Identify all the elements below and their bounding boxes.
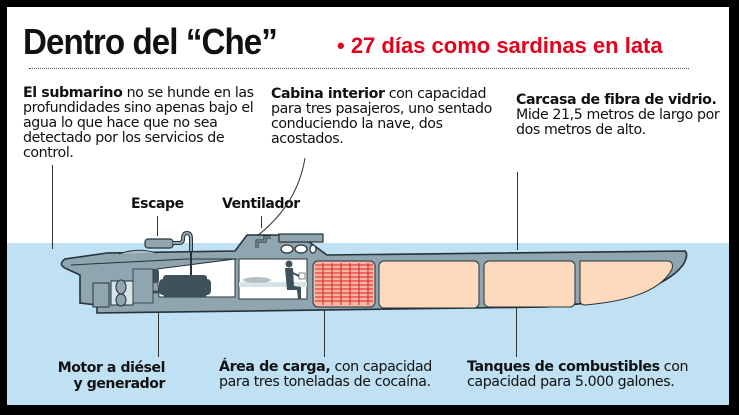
title-row: Dentro del “Che”	[23, 21, 299, 69]
porthole-2	[294, 244, 308, 254]
label-engine-line1: Motor a diésel	[57, 360, 166, 376]
note-tanks: Tanques de combustibles con capacidad pa…	[467, 360, 707, 390]
page-title: Dentro del “Che”	[23, 21, 278, 62]
leader-line-cargo	[324, 297, 325, 357]
exhaust-muffler	[144, 238, 174, 249]
leader-line-exhaust	[157, 216, 158, 236]
leader-line-submarine	[52, 165, 53, 249]
label-ventilator: Ventilador	[222, 196, 300, 212]
propeller-blade-bottom	[115, 293, 127, 307]
note-cabin-bold: Cabina interior	[271, 86, 385, 102]
leader-line-engine	[158, 292, 159, 357]
note-cabin-text: con capacidad para tres pasajeros, uno s…	[271, 86, 492, 147]
fuel-tank-3	[579, 260, 673, 306]
note-cargo: Área de carga, con capacidad para tres t…	[219, 360, 459, 390]
pilot-body	[285, 268, 301, 299]
propeller-blade-top	[115, 279, 127, 295]
lying-passenger	[243, 277, 271, 283]
fuel-tank-1	[378, 260, 480, 309]
submarine-cutaway-illustration	[60, 157, 688, 314]
note-cabin: Cabina interior con capacidad para tres …	[271, 87, 511, 147]
note-submarine-bold: El submarino	[23, 85, 123, 101]
infographic-frame: Dentro del “Che” • 27 días como sardinas…	[7, 7, 729, 405]
note-hull-text: Mide 21,5 metros de largo por dos metros…	[516, 107, 720, 138]
porthole-1	[280, 244, 294, 254]
note-cargo-bold: Área de carga,	[219, 359, 331, 375]
title-divider	[29, 68, 689, 69]
leader-line-ventilator	[261, 216, 262, 228]
cargo-area	[312, 260, 376, 308]
note-tanks-text: con capacidad para 5.000 galones.	[467, 359, 689, 390]
note-submarine-text: no se hunde en las profundidades sino ap…	[23, 85, 254, 161]
pilot-head	[285, 260, 293, 268]
note-hull: Carcasa de fibra de vidrio. Mide 21,5 me…	[516, 93, 726, 138]
note-submarine: El submarino no se hunde en las profundi…	[23, 86, 263, 161]
fuel-tank-2	[483, 260, 576, 308]
porthole-3	[309, 244, 317, 254]
leader-line-hull	[517, 172, 518, 250]
note-cargo-text: con capacidad para tres toneladas de coc…	[219, 359, 432, 390]
label-engine-line2: y generador	[73, 376, 166, 392]
subtitle: • 27 días como sardinas en lata	[337, 33, 663, 58]
label-exhaust: Escape	[131, 196, 184, 212]
leader-line-tanks	[516, 295, 517, 357]
note-hull-bold: Carcasa de fibra de vidrio.	[516, 92, 717, 108]
leader-line-cabin	[252, 157, 306, 240]
note-tanks-bold: Tanques de combustibles	[467, 359, 660, 375]
